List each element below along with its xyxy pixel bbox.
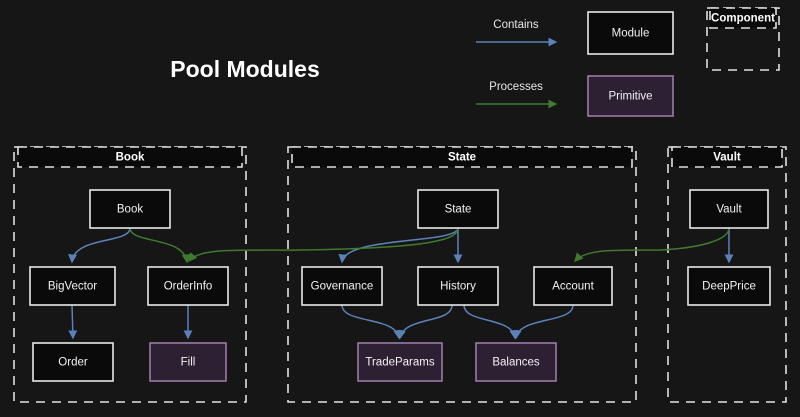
cluster-label: Book: [116, 152, 145, 164]
node-box[interactable]: [147, 266, 229, 306]
cluster-header: [291, 146, 633, 168]
node-box[interactable]: [417, 266, 499, 306]
legend-component-label: Component: [711, 13, 775, 25]
cluster-border: [667, 146, 787, 403]
node-box[interactable]: [417, 189, 499, 229]
node-label: History: [440, 281, 476, 293]
node-box[interactable]: [687, 266, 771, 306]
node-order[interactable]: Order: [32, 342, 114, 382]
node-history[interactable]: History: [417, 266, 499, 306]
cluster-header: [671, 146, 783, 168]
node-orderinfo[interactable]: OrderInfo: [147, 266, 229, 306]
cluster-vault: Vault: [667, 146, 787, 403]
node-label: Fill: [181, 357, 196, 369]
node-vault[interactable]: Vault: [689, 189, 769, 229]
edge-vault-to-account: [574, 227, 730, 262]
legend-component: Component: [706, 7, 780, 71]
node-bigvector[interactable]: BigVector: [29, 266, 116, 306]
node-box[interactable]: [32, 342, 114, 382]
node-label: OrderInfo: [164, 281, 213, 293]
node-label: Book: [117, 204, 143, 216]
node-label: Governance: [311, 281, 374, 293]
cluster-state: State: [287, 146, 637, 403]
node-fill[interactable]: Fill: [149, 342, 227, 382]
node-box[interactable]: [149, 342, 227, 382]
edge-history-to-tradeparams: [396, 304, 453, 340]
edge-account-to-balances: [512, 304, 574, 340]
legend-node-label: Primitive: [608, 91, 652, 103]
legend-node-box: [587, 75, 674, 117]
node-governance[interactable]: Governance: [301, 266, 383, 306]
node-deepprice[interactable]: DeepPrice: [687, 266, 771, 306]
node-label: Vault: [716, 204, 742, 216]
page-title: Pool Modules: [170, 56, 320, 82]
legend-node-label: Module: [612, 28, 650, 40]
edge-bigvector-to-order: [68, 304, 78, 340]
edge-book-to-bigvector: [68, 227, 131, 264]
legend-edge-processes: Processes: [476, 81, 558, 109]
legend-edge-label: Processes: [489, 81, 543, 93]
legend-edge-label: Contains: [493, 19, 539, 31]
cluster-header: [17, 146, 243, 168]
edge-group: [68, 227, 734, 340]
edge-book-to-orderinfo: [129, 227, 191, 264]
cluster-border: [287, 146, 637, 403]
node-book[interactable]: Book: [89, 189, 171, 229]
legend-node-primitive: Primitive: [587, 75, 674, 117]
node-account[interactable]: Account: [533, 266, 613, 306]
node-box[interactable]: [533, 266, 613, 306]
edge-governance-to-tradeparams: [341, 304, 403, 340]
node-label: DeepPrice: [702, 281, 756, 293]
node-box[interactable]: [89, 189, 171, 229]
cluster-label: Vault: [713, 152, 741, 164]
edge-state-to-orderinfo: [188, 227, 459, 263]
node-label: Order: [58, 357, 88, 369]
node-label: Account: [552, 281, 594, 293]
cluster-book: Book: [13, 146, 247, 403]
node-label: TradeParams: [365, 357, 434, 369]
node-box[interactable]: [689, 189, 769, 229]
legend-node-module: Module: [587, 11, 674, 55]
node-state[interactable]: State: [417, 189, 499, 229]
node-box[interactable]: [29, 266, 116, 306]
edge-state-to-governance: [338, 227, 459, 264]
node-box[interactable]: [357, 342, 443, 382]
node-label: Balances: [492, 357, 540, 369]
node-label: State: [445, 204, 472, 216]
node-label: BigVector: [48, 281, 97, 293]
node-balances[interactable]: Balances: [475, 342, 557, 382]
legend-component-header: [709, 7, 777, 29]
cluster-label: State: [448, 152, 476, 164]
node-box[interactable]: [301, 266, 383, 306]
legend-edge-contains: Contains: [476, 19, 558, 47]
node-box[interactable]: [475, 342, 557, 382]
node-tradeparams[interactable]: TradeParams: [357, 342, 443, 382]
legend-node-box: [587, 11, 674, 55]
